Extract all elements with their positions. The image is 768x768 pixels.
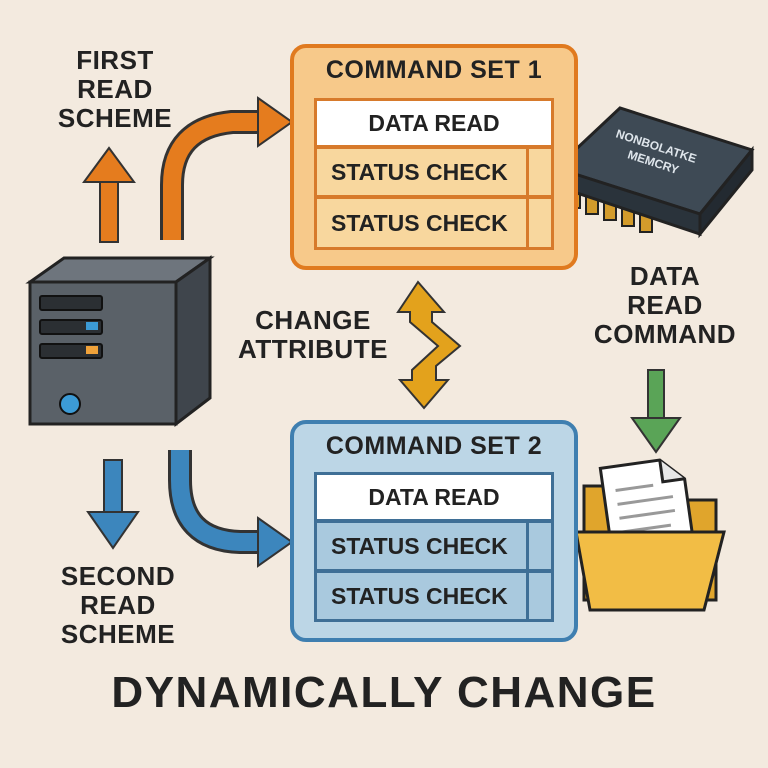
command-set-1-status-check-2: STATUS CHECK bbox=[314, 196, 554, 250]
command-set-2-status-check-1: STATUS CHECK bbox=[314, 520, 554, 572]
command-set-2: COMMAND SET 2 DATA READ STATUS CHECK STA… bbox=[290, 420, 578, 642]
command-set-1-data-read: DATA READ bbox=[314, 98, 554, 148]
first-read-scheme-label: FIRST READ SCHEME bbox=[57, 45, 173, 134]
down-arrow-icon bbox=[86, 459, 140, 550]
diagram-title: DYNAMICALLY CHANGE bbox=[111, 668, 657, 717]
command-set-2-data-read: DATA READ bbox=[314, 472, 554, 522]
folder-document-icon bbox=[574, 458, 726, 612]
orange-curved-arrow-icon bbox=[160, 96, 294, 240]
memory-chip-icon: NONBOLATKE MEMCRY bbox=[553, 106, 755, 239]
data-read-command-label: DATA READ COMMAND bbox=[593, 261, 737, 350]
command-set-2-title: COMMAND SET 2 bbox=[325, 432, 543, 460]
command-set-1-status-check-1: STATUS CHECK bbox=[314, 146, 554, 198]
command-set-2-status-check-2: STATUS CHECK bbox=[314, 570, 554, 622]
up-arrow-icon bbox=[82, 146, 136, 243]
command-set-1: COMMAND SET 1 DATA READ STATUS CHECK STA… bbox=[290, 44, 578, 270]
change-attribute-arrow-icon bbox=[396, 280, 462, 410]
command-set-1-title: COMMAND SET 1 bbox=[325, 56, 543, 84]
blue-curved-arrow-icon bbox=[168, 450, 294, 568]
green-down-arrow-icon bbox=[630, 369, 682, 454]
server-icon bbox=[25, 255, 215, 428]
change-attribute-label: CHANGE ATTRIBUTE bbox=[238, 305, 388, 365]
second-read-scheme-label: SECOND READ SCHEME bbox=[60, 561, 176, 650]
